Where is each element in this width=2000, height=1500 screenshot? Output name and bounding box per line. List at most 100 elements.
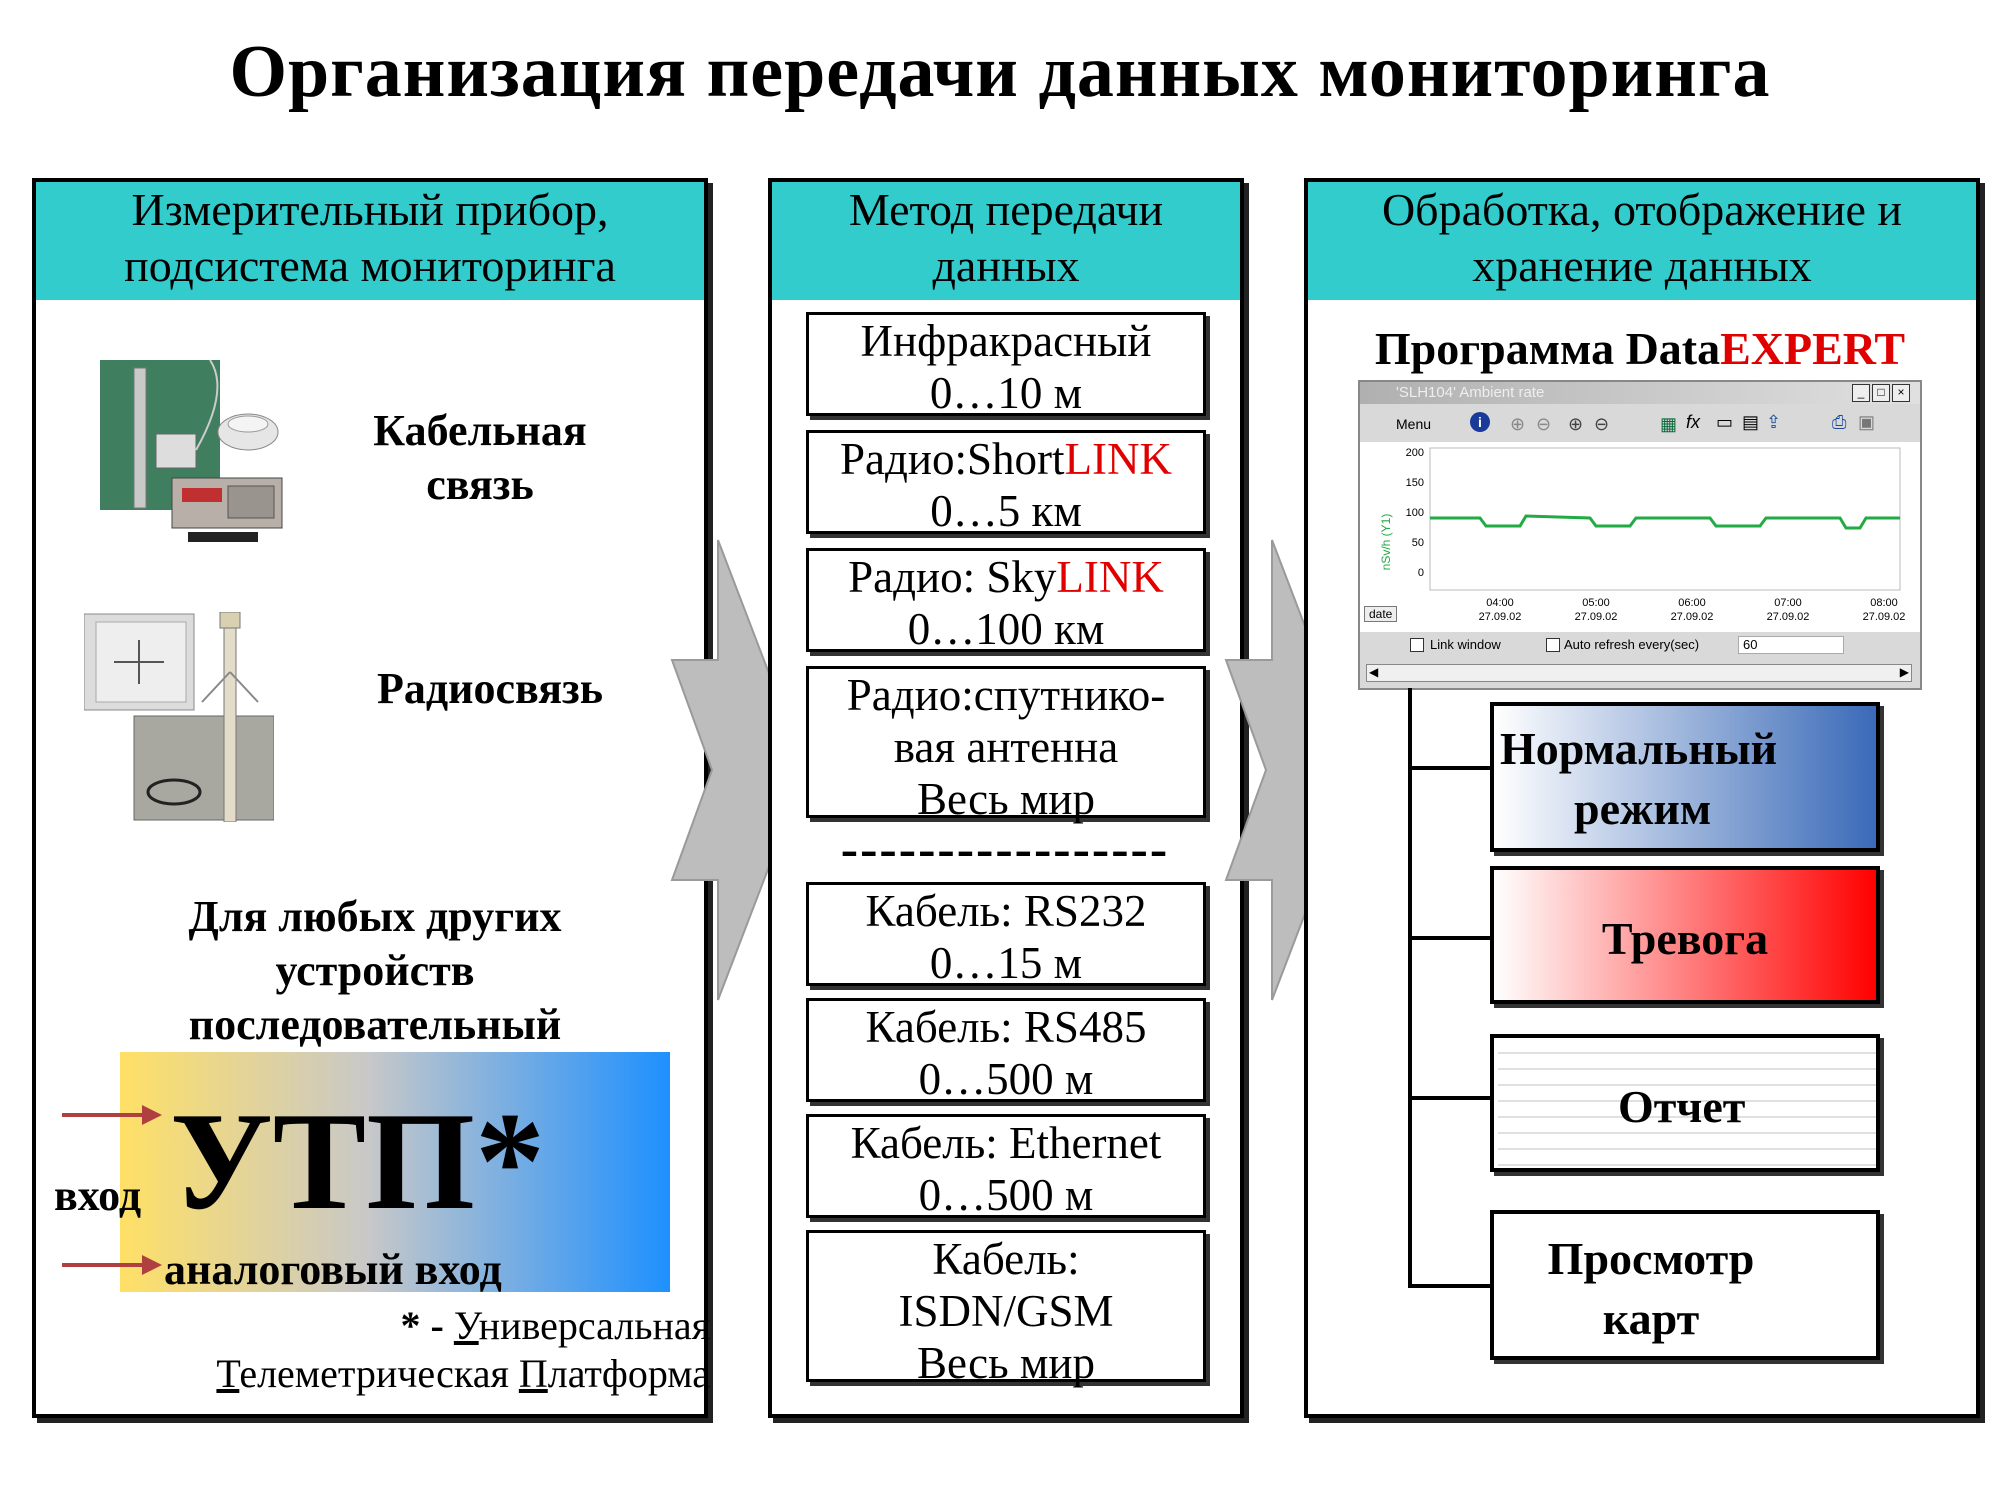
- refresh-interval-input[interactable]: 60: [1738, 636, 1844, 654]
- skylink-line2: 0…100 км: [907, 604, 1105, 654]
- report-code-background: [1498, 1042, 1876, 1168]
- window-maximize-button[interactable]: □: [1872, 384, 1890, 402]
- method-separator: -----------------: [840, 821, 1170, 878]
- program-title: Программа DataEXPERT: [1320, 322, 1960, 375]
- info-icon[interactable]: i: [1470, 412, 1490, 432]
- skylink-prefix: Радио: Sky: [848, 552, 1057, 602]
- flow-arrow-1: [670, 539, 808, 1001]
- export-icon[interactable]: ⇪: [1766, 412, 1782, 432]
- alarm-label: Тревога: [1601, 913, 1769, 964]
- method-column-header: Метод передачи данных: [772, 182, 1240, 300]
- radio-link-label: Радиосвязь: [377, 664, 603, 713]
- window-icon[interactable]: ▭: [1716, 412, 1734, 432]
- table-icon[interactable]: ▤: [1742, 412, 1760, 432]
- window-titlebar: 'SLH104' Ambient rate _ □ ×: [1360, 382, 1920, 404]
- method-shortlink: Радио:ShortLINK 0…5 км: [806, 430, 1206, 536]
- other-devices-line1: Для любых других: [188, 892, 562, 941]
- normal-mode-box: Нормальный режим: [1490, 702, 1880, 852]
- y-tick-label: 0: [1418, 567, 1424, 579]
- footnote-line1: * - Универсальная: [150, 1302, 710, 1350]
- skylink-line1: Радио: SkyLINK: [809, 551, 1203, 603]
- connector-trunk: [1408, 688, 1412, 1286]
- program-prefix: Программа Data: [1374, 323, 1721, 374]
- alarm-box: Тревога: [1490, 866, 1880, 1004]
- isdn-line2: ISDN/GSM: [898, 1286, 1114, 1336]
- window-title: 'SLH104' Ambient rate: [1396, 384, 1545, 401]
- cable-label-line1: Кабельная: [373, 406, 587, 455]
- processing-column-header: Обработка, отображение и хранение данных: [1308, 182, 1976, 300]
- footnote-t: Т: [216, 1351, 240, 1396]
- dataexpert-window: 'SLH104' Ambient rate _ □ × Menu i ⊕ ⊖ ⊕…: [1358, 380, 1922, 690]
- y-tick-label: 200: [1406, 447, 1424, 459]
- utp-label: УТП*: [170, 1084, 546, 1239]
- print-preview-icon[interactable]: ▣: [1858, 412, 1876, 432]
- skylink-brand: LINK: [1056, 552, 1164, 602]
- zoom-fit-icon[interactable]: ⊕: [1568, 414, 1584, 434]
- footnote-line2: Телеметрическая Платформа: [150, 1350, 710, 1398]
- link-window-checkbox[interactable]: [1410, 638, 1424, 652]
- other-devices-line3: последовательный: [188, 1000, 562, 1049]
- window-toolbar: Menu i ⊕ ⊖ ⊕ ⊖ ▦ fx ▭ ▤ ⇪ ⎙ ▣: [1360, 406, 1920, 440]
- zoom-out-icon[interactable]: ⊖: [1536, 414, 1552, 434]
- footnote-u: У: [453, 1303, 479, 1348]
- cable-label-line2: связь: [426, 460, 534, 509]
- ethernet-line2: 0…500 м: [918, 1170, 1094, 1220]
- ambient-rate-series: [1430, 514, 1900, 530]
- report-label: Отчет: [1618, 1081, 1746, 1132]
- zoom-reset-icon[interactable]: ⊖: [1594, 414, 1610, 434]
- window-minimize-button[interactable]: _: [1852, 384, 1870, 402]
- y-tick-label: 100: [1406, 507, 1424, 519]
- device-column-header: Измерительный прибор, подсистема монитор…: [36, 182, 704, 300]
- footnote-rest1: ниверсальная: [478, 1303, 710, 1348]
- flow-arrow-2: [1224, 539, 1362, 1001]
- footnote-star: * -: [400, 1303, 444, 1348]
- function-icon[interactable]: fx: [1686, 412, 1701, 432]
- normal-mode-line1: Нормальный: [1500, 723, 1778, 774]
- shortlink-prefix: Радио:Short: [840, 434, 1065, 484]
- rs485-line2: 0…500 м: [918, 1054, 1094, 1104]
- auto-refresh-label: Auto refresh every(sec): [1564, 637, 1700, 652]
- connector-maps: [1408, 1284, 1492, 1288]
- y-tick-label: 150: [1406, 477, 1424, 489]
- device-header-line1: Измерительный прибор,: [131, 184, 609, 235]
- options-bar: Link window Auto refresh every(sec) 60: [1360, 634, 1920, 660]
- device-header-line2: подсистема мониторинга: [124, 240, 616, 291]
- map-view-line2: карт: [1602, 1293, 1700, 1344]
- x-tick-date: 27.09.02: [1671, 611, 1714, 623]
- isdn-line1: Кабель:: [932, 1234, 1080, 1284]
- cable-devices-photo: [100, 360, 283, 542]
- report-box: Отчет: [1490, 1034, 1880, 1172]
- isdn-line3: Весь мир: [917, 1338, 1095, 1388]
- method-header-line1: Метод передачи: [848, 184, 1164, 235]
- x-tick-time: 05:00: [1582, 597, 1610, 609]
- x-tick-time: 08:00: [1870, 597, 1898, 609]
- x-tick-date: 27.09.02: [1767, 611, 1810, 623]
- method-rs485: Кабель: RS485 0…500 м: [806, 998, 1206, 1104]
- cable-link-label: Кабельная связь: [330, 404, 630, 512]
- serial-input-arrow: [62, 1105, 162, 1125]
- rs232-line2: 0…15 м: [929, 938, 1083, 988]
- rs232-line1: Кабель: RS232: [865, 886, 1147, 936]
- method-satellite: Радио:спутнико- вая антенна Весь мир: [806, 666, 1206, 824]
- scroll-left-icon[interactable]: ◀: [1369, 665, 1379, 679]
- auto-refresh-checkbox[interactable]: [1546, 638, 1560, 652]
- y-tick-label: 50: [1412, 537, 1424, 549]
- horizontal-scrollbar[interactable]: ◀ ▶: [1366, 664, 1912, 682]
- link-window-label: Link window: [1430, 637, 1501, 652]
- grid-icon[interactable]: ▦: [1660, 414, 1678, 434]
- processing-header-line2: хранение данных: [1472, 240, 1812, 291]
- ethernet-line1: Кабель: Ethernet: [850, 1118, 1162, 1168]
- scroll-right-icon[interactable]: ▶: [1899, 665, 1909, 679]
- method-infrared: Инфракрасный 0…10 м: [806, 312, 1206, 418]
- satellite-line1: Радио:спутнико-: [846, 670, 1166, 720]
- map-view-box: Просмотр карт: [1490, 1210, 1880, 1360]
- method-skylink: Радио: SkyLINK 0…100 км: [806, 548, 1206, 654]
- print-icon[interactable]: ⎙: [1832, 412, 1847, 432]
- zoom-in-icon[interactable]: ⊕: [1510, 414, 1526, 434]
- other-devices-label: Для любых других устройств последователь…: [100, 890, 650, 1052]
- window-close-button[interactable]: ×: [1892, 384, 1910, 402]
- date-tab[interactable]: date: [1364, 606, 1398, 622]
- menu-button[interactable]: Menu: [1396, 416, 1432, 432]
- radio-devices-photo: [84, 612, 274, 822]
- x-tick-date: 27.09.02: [1479, 611, 1522, 623]
